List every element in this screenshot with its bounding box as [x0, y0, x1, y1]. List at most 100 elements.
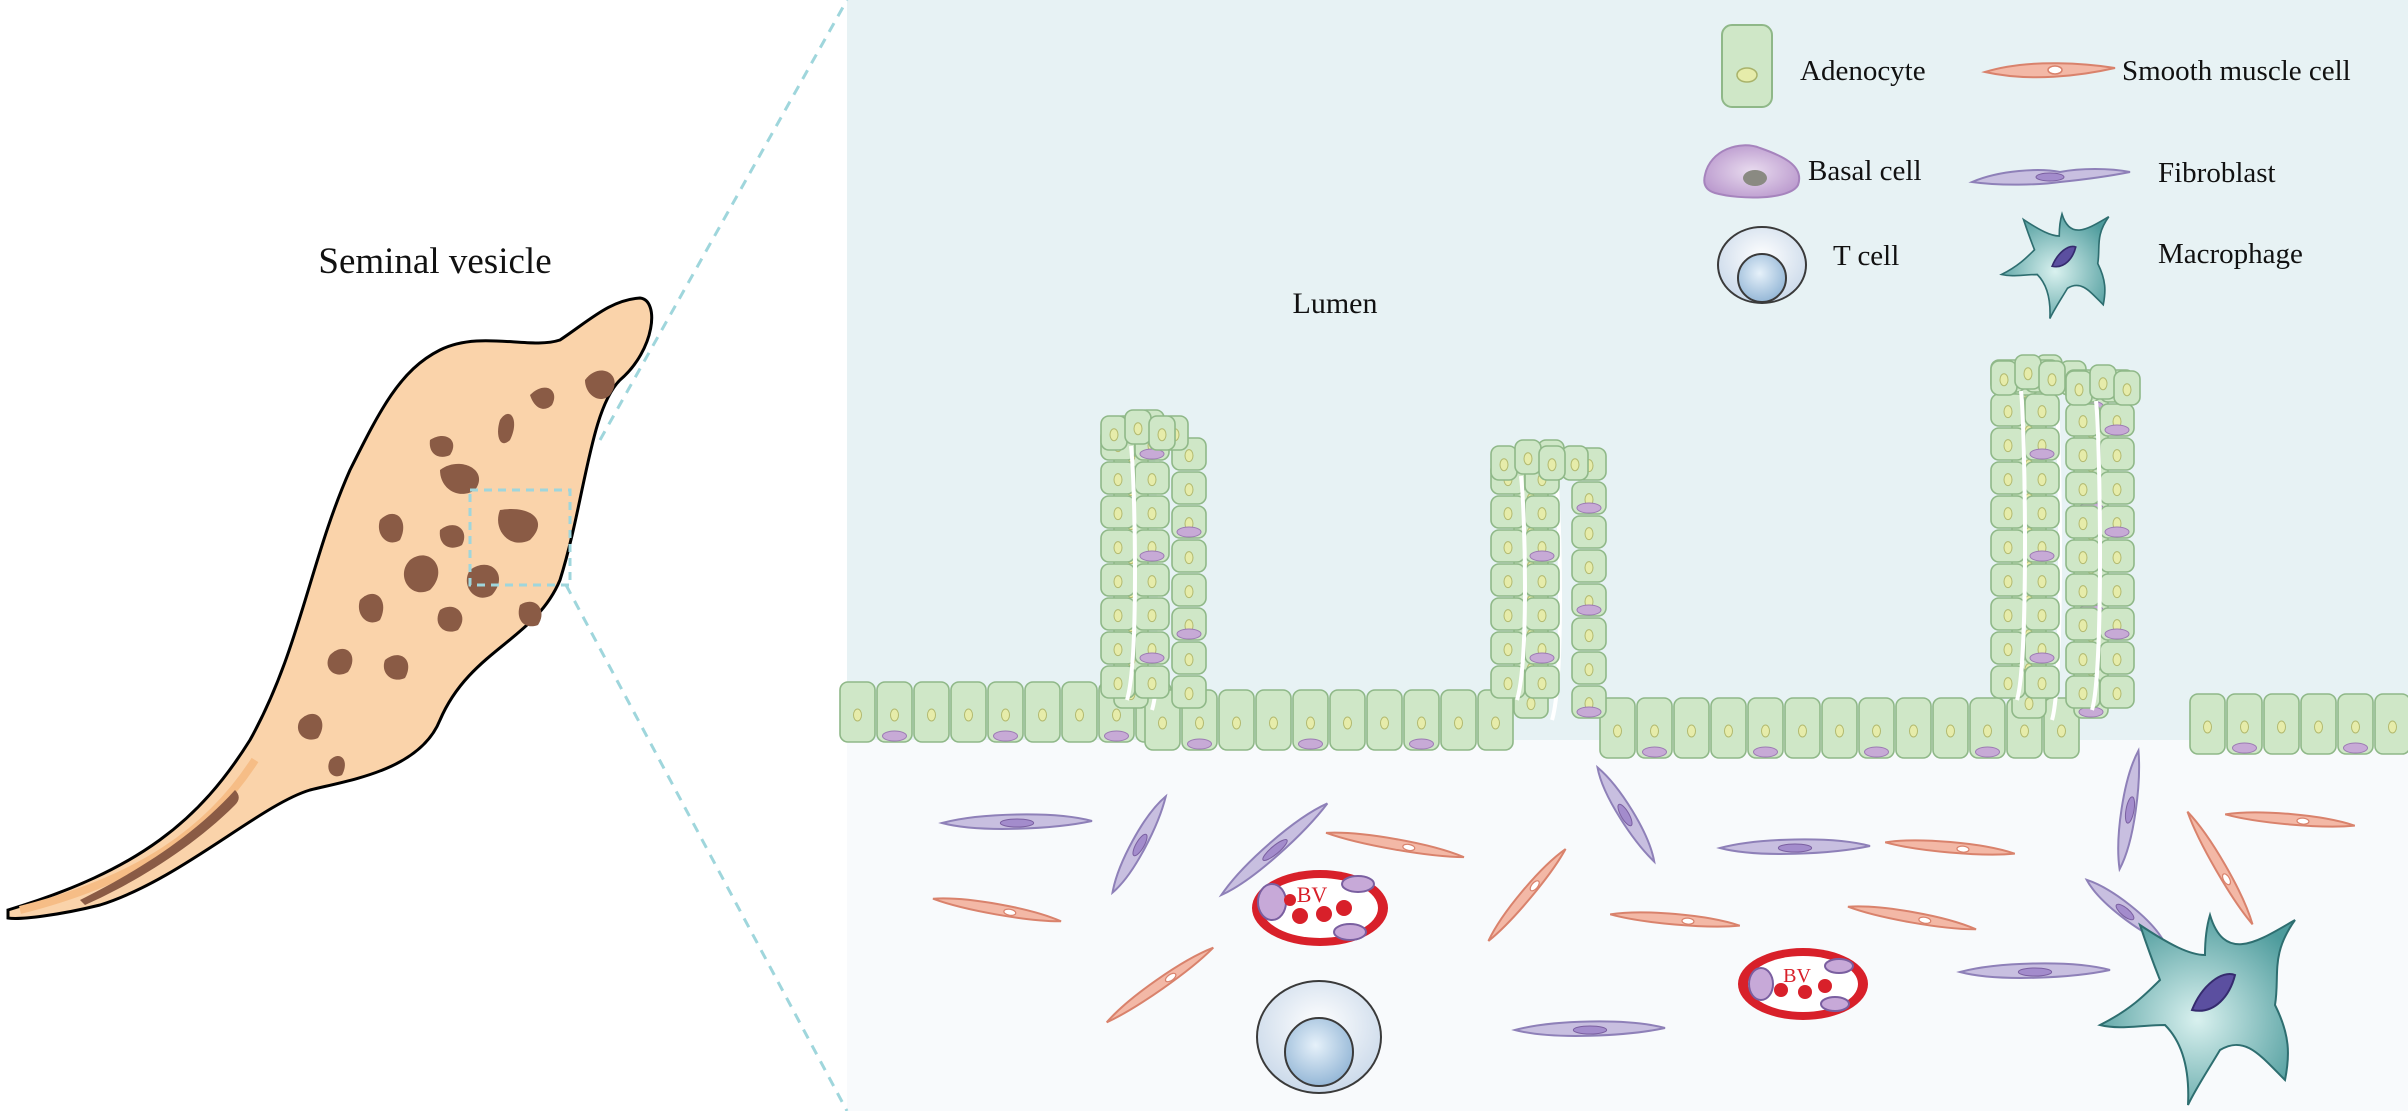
adenocyte — [1218, 689, 1255, 751]
adenocyte — [2024, 393, 2060, 427]
smooth-muscle-cell — [1609, 911, 1741, 928]
basal-cell — [1529, 652, 1555, 664]
basal-cell — [1753, 746, 1778, 758]
adenocyte — [1524, 563, 1560, 597]
adenocyte — [1490, 631, 1526, 665]
adenocyte — [1990, 360, 2018, 396]
adenocyte — [2024, 495, 2060, 529]
adenocyte — [1710, 697, 1747, 759]
basal-cell — [1176, 526, 1202, 538]
adenocyte — [2263, 693, 2300, 755]
legend-smooth-muscle-label: Smooth muscle cell — [2122, 55, 2351, 87]
adenocyte — [2337, 693, 2374, 755]
legend-t-cell-icon — [1717, 226, 1807, 304]
adenocyte — [1100, 529, 1136, 563]
adenocyte — [1134, 461, 1170, 495]
fibroblast — [1218, 802, 1329, 898]
stroma-layer — [932, 747, 2356, 1037]
adenocyte — [2089, 364, 2117, 400]
basal-cell — [2104, 526, 2130, 538]
adenocyte — [2065, 641, 2101, 675]
adenocyte — [2099, 471, 2135, 505]
adenocyte — [1440, 689, 1477, 751]
adenocyte — [2065, 607, 2101, 641]
adenocyte — [1100, 631, 1136, 665]
adenocyte — [1490, 495, 1526, 529]
adenocyte — [1100, 563, 1136, 597]
adenocyte — [2024, 665, 2060, 699]
adenocyte — [2065, 539, 2101, 573]
legend-adenocyte-label: Adenocyte — [1800, 55, 1926, 87]
legend-macrophage-label: Macrophage — [2158, 238, 2303, 270]
basal-cell — [1529, 550, 1555, 562]
adenocyte — [1148, 415, 1176, 451]
adenocyte — [1255, 689, 1292, 751]
adenocyte — [1477, 689, 1514, 751]
adenocyte — [1571, 515, 1607, 549]
adenocyte — [1490, 597, 1526, 631]
diagram-title: Seminal vesicle — [318, 241, 551, 282]
zoom-line-bottom — [564, 584, 849, 1111]
adenocyte — [1524, 665, 1560, 699]
adenocyte — [1747, 697, 1784, 759]
adenocyte — [1100, 495, 1136, 529]
seminal-vesicle-gland — [6, 296, 654, 920]
basal-cell — [2104, 628, 2130, 640]
adenocyte — [1171, 539, 1207, 573]
adenocyte — [1124, 409, 1152, 445]
basal-cell — [1975, 746, 2000, 758]
adenocyte — [2065, 675, 2101, 709]
adenocyte — [2065, 471, 2101, 505]
adenocyte — [1990, 495, 2026, 529]
basal-cell — [1576, 604, 1602, 616]
adenocyte — [2300, 693, 2337, 755]
adenocyte — [1524, 597, 1560, 631]
adenocyte — [1490, 665, 1526, 699]
adenocyte — [1990, 563, 2026, 597]
adenocyte — [1673, 697, 1710, 759]
lumen-label: Lumen — [1293, 287, 1378, 320]
adenocyte — [1403, 689, 1440, 751]
basal-cell — [1409, 738, 1434, 750]
smooth-muscle-cell — [1106, 946, 1214, 1024]
bv-label: BV — [1297, 882, 1328, 907]
adenocyte — [1490, 445, 1518, 481]
adenocyte — [1990, 665, 2026, 699]
adenocyte — [1895, 697, 1932, 759]
fibroblast — [2117, 747, 2141, 873]
adenocyte — [2099, 437, 2135, 471]
adenocyte — [1858, 697, 1895, 759]
smooth-muscle-cell — [1487, 848, 1567, 942]
fibroblast — [1596, 764, 1656, 865]
adenocyte — [839, 681, 876, 743]
adenocyte — [2065, 437, 2101, 471]
adenocyte — [1171, 471, 1207, 505]
legend: Adenocyte Smooth muscle cell Basal cell … — [1703, 24, 2351, 319]
basal-cell — [1576, 502, 1602, 514]
adenocyte — [950, 681, 987, 743]
adenocyte — [876, 681, 913, 743]
adenocyte — [1571, 549, 1607, 583]
adenocyte — [1969, 697, 2006, 759]
adenocyte — [1100, 461, 1136, 495]
adenocyte — [1990, 597, 2026, 631]
adenocyte — [1599, 697, 1636, 759]
basal-cell — [1139, 652, 1165, 664]
adenocyte — [2226, 693, 2263, 755]
adenocyte — [1490, 563, 1526, 597]
legend-fibroblast-label: Fibroblast — [2158, 157, 2276, 189]
adenocyte — [2113, 370, 2141, 406]
fibroblast — [938, 813, 1093, 830]
adenocyte — [2099, 539, 2135, 573]
adenocyte — [2374, 693, 2408, 755]
basal-cell — [1576, 706, 1602, 718]
basal-cell — [1642, 746, 1667, 758]
basal-cell — [1176, 628, 1202, 640]
lumen-panel — [847, 0, 2408, 740]
adenocyte — [1171, 573, 1207, 607]
adenocyte — [1990, 631, 2026, 665]
fibroblast — [1716, 838, 1871, 855]
adenocyte — [2099, 675, 2135, 709]
adenocyte — [2024, 461, 2060, 495]
adenocyte — [2065, 370, 2093, 406]
